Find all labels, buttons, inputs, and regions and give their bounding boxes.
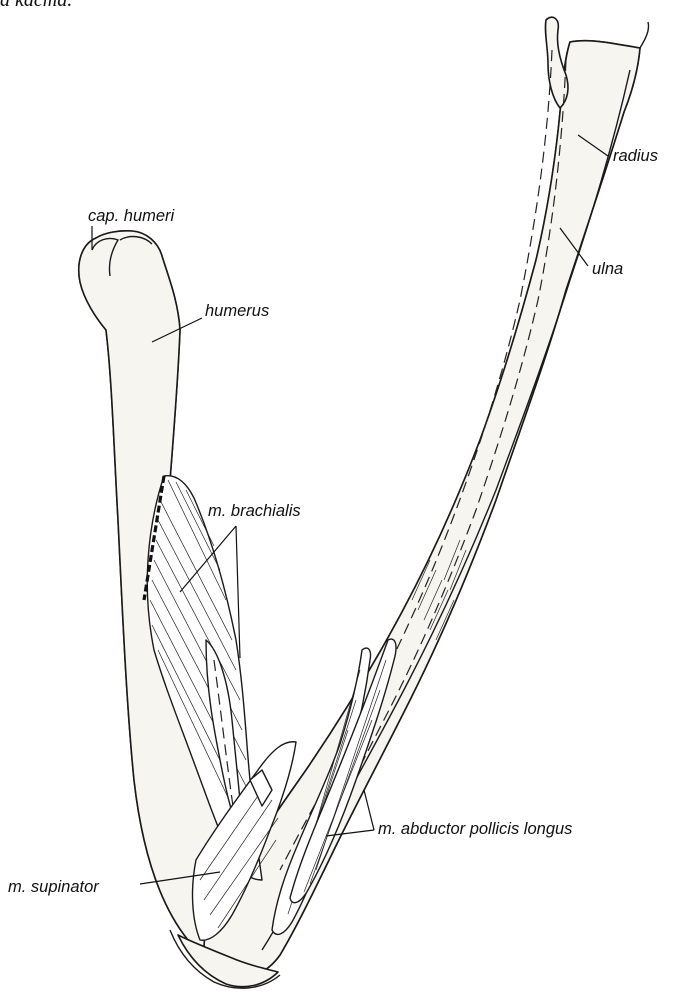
abductor-leader-b <box>364 790 374 830</box>
cap-humeri-label: cap. humeri <box>88 207 176 225</box>
humerus-label: humerus <box>205 302 269 320</box>
brachialis-leader-b <box>236 526 240 658</box>
brachialis-label: m. brachialis <box>208 502 301 520</box>
radius-label: radius <box>613 147 658 165</box>
supinator-label: m. supinator <box>8 878 100 896</box>
abductor-label: m. abductor pollicis longus <box>378 820 572 838</box>
ulna-label: ulna <box>592 260 623 278</box>
figure-caption: a kacma. <box>0 0 72 11</box>
label-abductor: m. abductor pollicis longus <box>326 790 572 838</box>
